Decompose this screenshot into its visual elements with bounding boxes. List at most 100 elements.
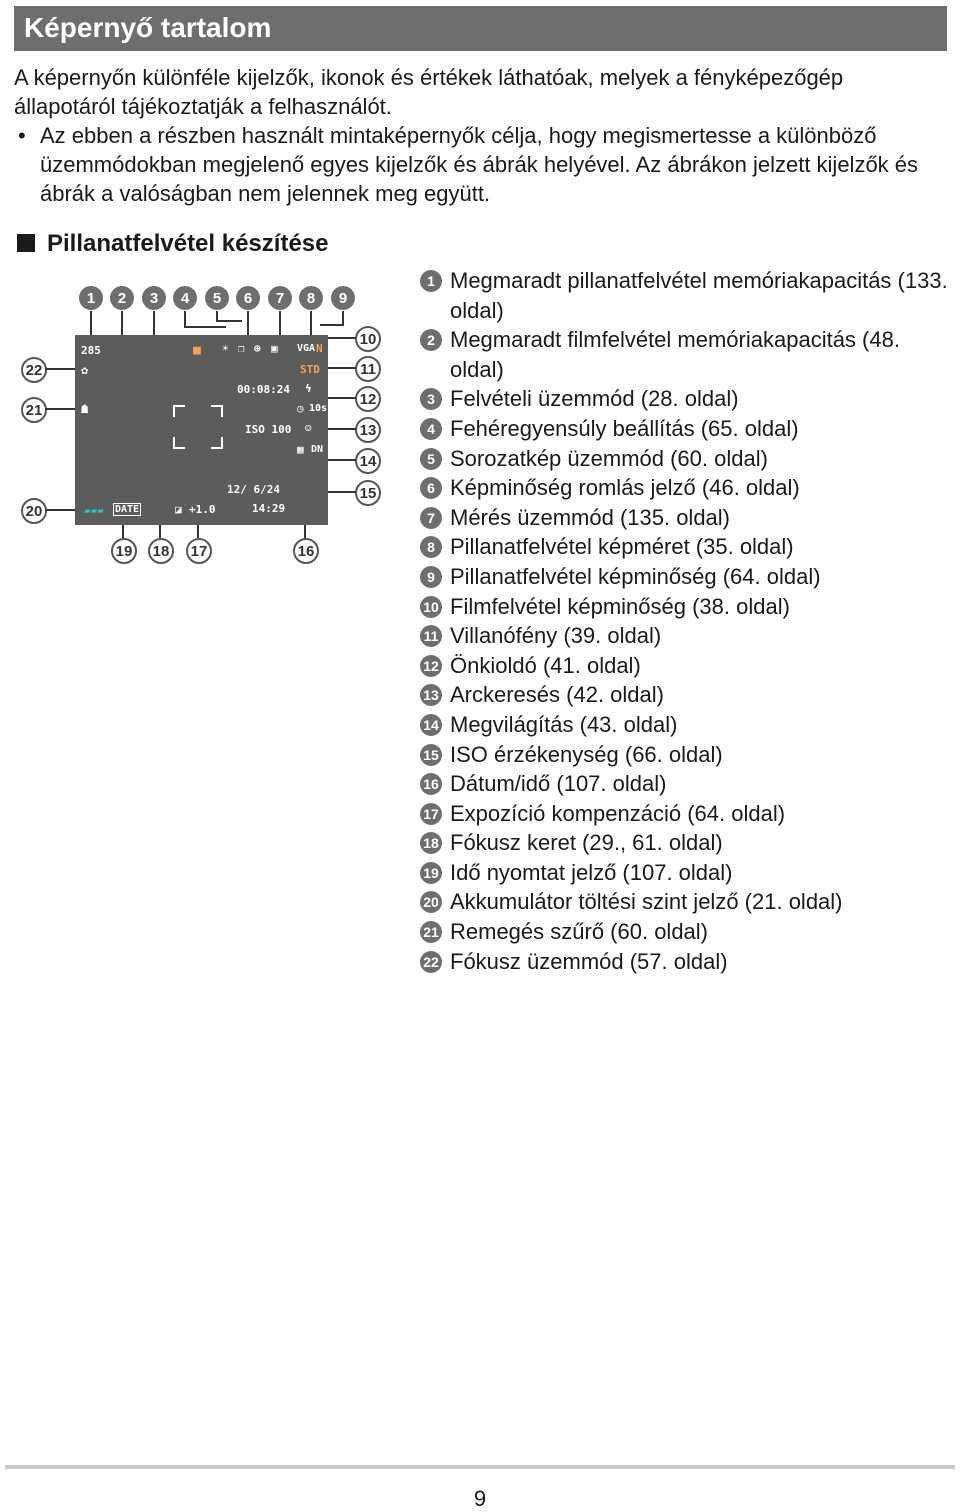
intro-paragraph: A képernyőn különféle kijelzők, ikonok é… (14, 65, 844, 119)
leader-line-14 (328, 459, 356, 461)
lighting-icon: ▦ (297, 443, 304, 456)
image-quality-icon: N (316, 342, 323, 355)
legend-text: Pillanatfelvétel képméret (35. oldal) (450, 534, 794, 560)
self-timer-readout: 10s (309, 403, 328, 414)
legend-number-badge: 13 (420, 684, 442, 707)
leader-line-17 (197, 525, 199, 538)
legend-text: Villanófény (39. oldal) (450, 623, 662, 649)
legend-text: Filmfelvétel képminőség (38. oldal) (450, 593, 790, 619)
leader-line-18 (159, 525, 161, 538)
legend-text: Fehéregyensúly beállítás (65. oldal) (450, 415, 799, 441)
leader-line-5 (216, 311, 218, 321)
square-bullet-icon (17, 234, 35, 252)
focus-frame (173, 405, 223, 449)
legend-item: 21 Remegés szűrő (60. oldal) (420, 917, 950, 947)
legend-number-badge: 20 (420, 891, 442, 914)
leader-line-12 (328, 397, 356, 399)
exposure-comp-readout: +1.0 (189, 503, 216, 516)
focus-mode-icon: ✿ (81, 363, 89, 377)
legend-text: Remegés szűrő (60. oldal) (450, 919, 709, 945)
camera-mode-icon: ■ (193, 343, 201, 358)
legend-text: Fókusz keret (29., 61. oldal) (450, 830, 723, 856)
camera-screen-diagram: 1 2 3 4 5 6 7 8 9 10 11 12 13 14 15 22 2… (0, 270, 400, 580)
legend-item: 6 Képminőség romlás jelző (46. oldal) (420, 473, 950, 503)
footer-divider (5, 1465, 955, 1469)
leader-line-9b (320, 324, 344, 326)
legend-number-badge: 15 (420, 743, 442, 766)
continuous-shot-icon: ❐ (238, 342, 245, 355)
legend-text: Önkioldó (41. oldal) (450, 652, 641, 678)
remaining-shots-readout: 285 (81, 344, 101, 357)
legend-text: Akkumulátor töltési szint jelző (21. old… (450, 889, 843, 915)
legend-number-badge: 11 (420, 625, 442, 648)
intro-bullet-text: Az ebben a részben használt mintaképerny… (40, 123, 919, 206)
callout-6: 6 (236, 286, 260, 310)
callout-13: 13 (355, 417, 381, 443)
legend-number-badge: 19 (420, 861, 442, 884)
legend-text: Képminőség romlás jelző (46. oldal) (450, 475, 800, 501)
legend-number-badge: 1 (420, 270, 442, 292)
lighting-readout: DN (311, 444, 324, 455)
legend-item: 14 Megvilágítás (43. oldal) (420, 710, 950, 740)
callout-8: 8 (299, 286, 323, 310)
legend-text: ISO érzékenység (66. oldal) (450, 741, 723, 767)
callout-2: 2 (110, 286, 134, 310)
legend-text: Idő nyomtat jelző (107. oldal) (450, 859, 733, 885)
leader-line-22 (45, 368, 75, 370)
callout-20: 20 (21, 498, 47, 524)
face-detection-icon: ☺ (305, 422, 312, 435)
callout-17: 17 (186, 538, 212, 564)
legend-text: Mérés üzemmód (135. oldal) (450, 504, 731, 530)
bullet-symbol: • (18, 123, 26, 148)
legend-number-badge: 6 (420, 477, 442, 500)
page-title-bar: Képernyő tartalom (14, 6, 947, 51)
callout-5: 5 (205, 286, 229, 310)
legend-number-badge: 18 (420, 832, 442, 855)
callout-10: 10 (355, 326, 381, 352)
leader-line-21 (45, 408, 75, 410)
legend-number-badge: 14 (420, 713, 442, 736)
callout-14: 14 (355, 448, 381, 474)
legend-number-badge: 2 (420, 329, 442, 352)
legend-number-badge: 9 (420, 565, 442, 588)
callout-12: 12 (355, 386, 381, 412)
leader-line-4 (184, 311, 186, 327)
white-balance-icon: ☀ (222, 342, 229, 355)
intro-bullet: • Az ebben a részben használt mintaképer… (14, 121, 949, 208)
callout-19: 19 (111, 538, 137, 564)
legend-text: Dátum/idő (107. oldal) (450, 771, 667, 797)
legend-text: Megmaradt pillanatfelvétel memóriakapaci… (450, 268, 948, 323)
legend-number-badge: 21 (420, 921, 442, 944)
callout-7: 7 (268, 286, 292, 310)
leader-line-9 (342, 311, 344, 325)
callout-22: 22 (21, 357, 47, 383)
legend-text: Felvételi üzemmód (28. oldal) (450, 386, 739, 412)
legend-item: 12 Önkioldó (41. oldal) (420, 651, 950, 681)
callout-1: 1 (79, 286, 103, 310)
legend-text: Megvilágítás (43. oldal) (450, 711, 678, 737)
legend-text: Pillanatfelvétel képminőség (64. oldal) (450, 563, 821, 589)
legend-number-badge: 17 (420, 802, 442, 825)
legend-number-badge: 12 (420, 654, 442, 677)
legend-item: 17 Expozíció kompenzáció (64. oldal) (420, 799, 950, 829)
callout-15: 15 (355, 480, 381, 506)
legend-item: 2 Megmaradt filmfelvétel memóriakapacitás… (420, 325, 950, 384)
self-timer-icon: ◷ (297, 402, 304, 415)
leader-line-3 (153, 311, 155, 347)
legend-text: Expozíció kompenzáció (64. oldal) (450, 800, 786, 826)
flash-icon: ϟ (305, 382, 312, 395)
legend-text: Megmaradt filmfelvétel memóriakapacitás … (450, 327, 900, 382)
legend-list: 1 Megmaradt pillanatfelvétel memóriakapac… (420, 266, 950, 976)
section-heading-text: Pillanatfelvétel készítése (47, 230, 329, 257)
legend-item: 11 Villanófény (39. oldal) (420, 621, 950, 651)
iso-readout: ISO 100 (245, 423, 292, 436)
leader-line-5b (216, 320, 242, 322)
legend-item: 19 Idő nyomtat jelző (107. oldal) (420, 858, 950, 888)
